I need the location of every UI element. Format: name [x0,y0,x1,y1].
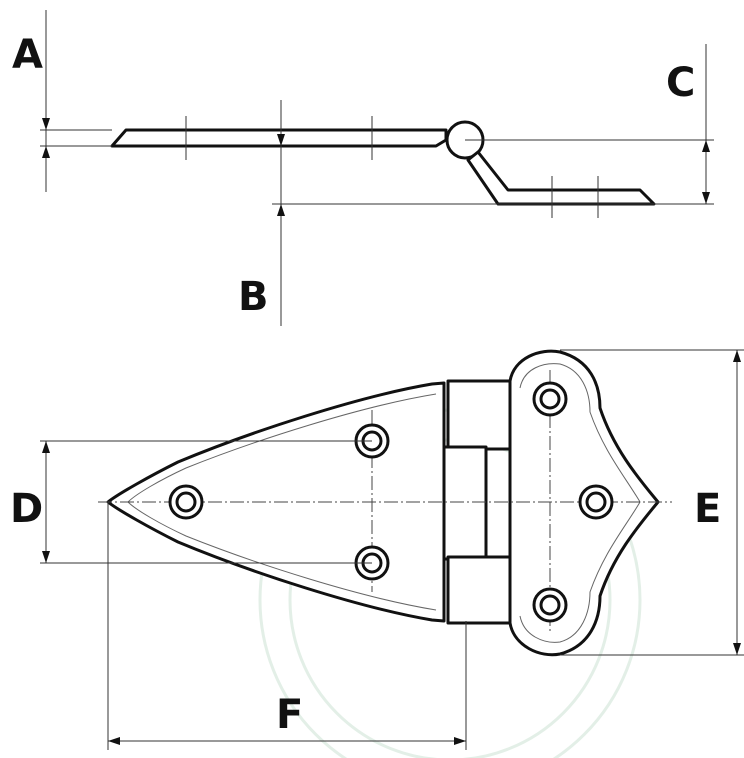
screw-hole [532,587,568,623]
top-view-knuckle-lower [446,555,512,625]
dimension-label-c: C [666,60,695,106]
dimension-label-d: D [10,486,43,532]
dimension-label-f: F [276,692,303,738]
screw-hole [578,484,614,520]
dimension-label-b: B [238,274,269,320]
dimension-label-e: E [694,486,721,532]
dimension-label-a: A [12,32,43,78]
top-view-knuckle-upper [446,379,512,451]
side-view: A B C [12,10,714,326]
side-view-short-leaf [466,150,656,206]
screw-hole [532,381,568,417]
top-view: D E F [10,349,744,750]
screw-hole [168,484,204,520]
top-view-knuckle-middle [442,445,488,561]
